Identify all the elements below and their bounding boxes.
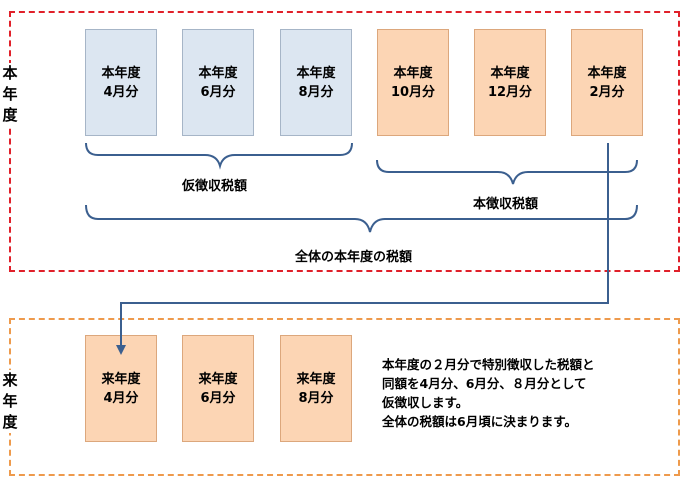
- box-this-year-oct: 本年度 10月分: [377, 29, 449, 136]
- box-line: 8月分: [298, 390, 334, 406]
- box-this-year-apr: 本年度 4月分: [85, 29, 157, 136]
- label-provisional-tax: 仮徴収税額: [182, 179, 248, 194]
- side-char: 度: [2, 413, 18, 431]
- box-line: 4月分: [103, 84, 139, 100]
- side-char: 度: [2, 106, 18, 124]
- carry-over-arrow: [116, 143, 609, 355]
- note-line: 本年度の２月分で特別徴収した税額と: [382, 357, 595, 372]
- brace-main: [376, 159, 638, 185]
- label-main-tax: 本徴収税額: [473, 197, 539, 212]
- box-next-year-aug: 来年度 8月分: [280, 335, 352, 442]
- side-label-next-year: 来 年 度: [0, 370, 20, 433]
- box-line: 4月分: [103, 390, 139, 406]
- box-this-year-jun: 本年度 6月分: [182, 29, 254, 136]
- box-line: 本年度: [490, 65, 530, 81]
- box-line: 本年度: [587, 65, 627, 81]
- side-char: 年: [2, 392, 18, 410]
- label-total-tax: 全体の本年度の税額: [295, 250, 413, 265]
- brace-provisional: [85, 142, 353, 170]
- box-line: 12月分: [487, 84, 533, 100]
- side-label-this-year: 本 年 度: [0, 63, 20, 126]
- box-this-year-feb: 本年度 2月分: [571, 29, 643, 136]
- side-char: 来: [2, 371, 18, 389]
- side-char: 年: [2, 85, 18, 103]
- this-year-group: [9, 11, 680, 272]
- box-line: 本年度: [101, 65, 141, 81]
- box-this-year-dec: 本年度 12月分: [474, 29, 546, 136]
- box-line: 来年度: [296, 371, 336, 387]
- box-next-year-jun: 来年度 6月分: [182, 335, 254, 442]
- box-line: 8月分: [298, 84, 334, 100]
- box-line: 2月分: [589, 84, 625, 100]
- box-line: 本年度: [393, 65, 433, 81]
- box-line: 本年度: [198, 65, 238, 81]
- note-line: 全体の税額は6月頃に決まります。: [382, 414, 577, 429]
- box-line: 来年度: [198, 371, 238, 387]
- note-line: 同額を4月分、6月分、８月分として: [382, 376, 587, 391]
- box-line: 6月分: [200, 390, 236, 406]
- explanation-note: 本年度の２月分で特別徴収した税額と 同額を4月分、6月分、８月分として 仮徴収し…: [382, 355, 595, 431]
- box-line: 来年度: [101, 371, 141, 387]
- box-line: 本年度: [296, 65, 336, 81]
- brace-total: [85, 204, 638, 233]
- side-char: 本: [2, 64, 18, 82]
- note-line: 仮徴収します。: [382, 395, 469, 410]
- box-this-year-aug: 本年度 8月分: [280, 29, 352, 136]
- box-line: 10月分: [390, 84, 436, 100]
- box-line: 6月分: [200, 84, 236, 100]
